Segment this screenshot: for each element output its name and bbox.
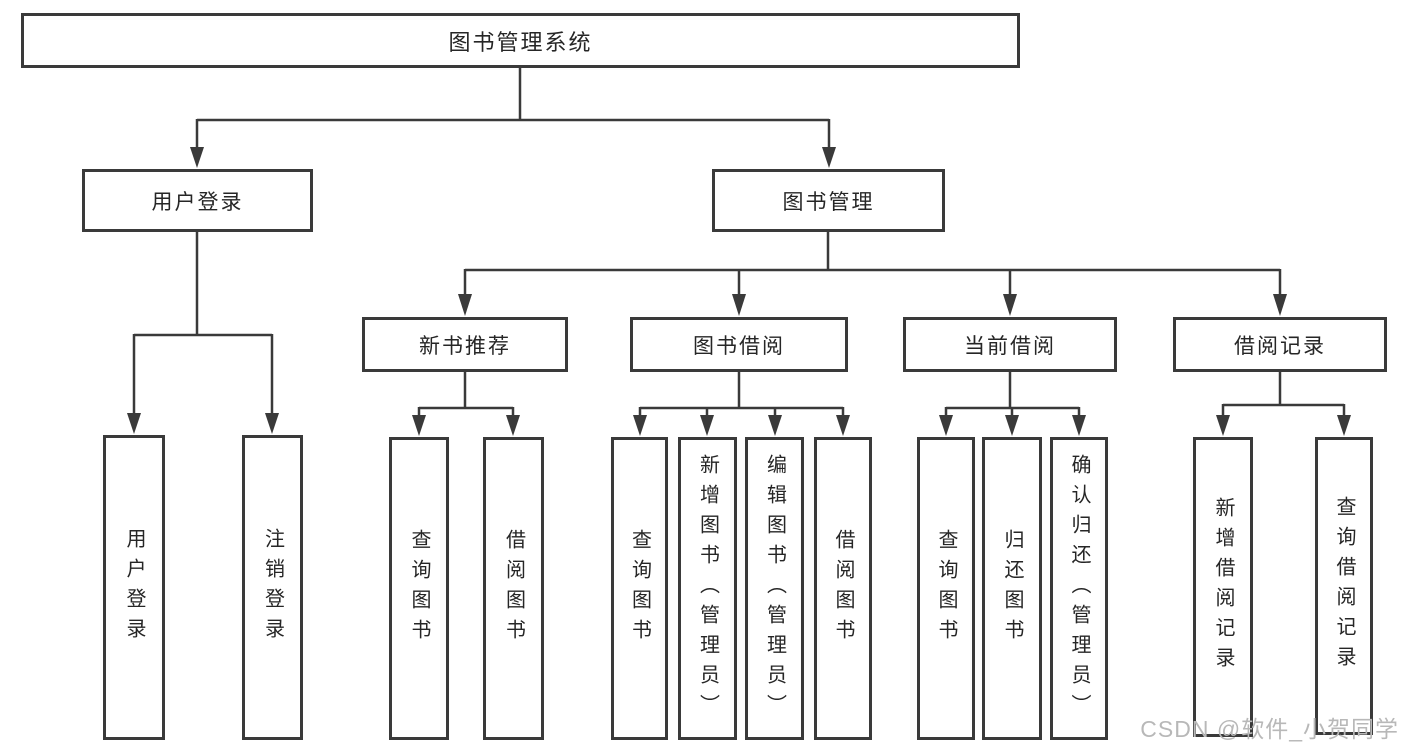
watermark: CSDN @软件_小贺同学 xyxy=(1140,716,1399,742)
arrow-down-icon xyxy=(1273,294,1287,316)
arrow-down-icon xyxy=(700,415,714,436)
arrow-down-icon xyxy=(458,294,472,316)
leaf-logout: 注销登录 xyxy=(242,435,303,740)
node-label: 用户登录 xyxy=(151,190,244,214)
leaf-add-books-admin: 新增图书（管理员） xyxy=(678,437,737,740)
arrow-down-icon xyxy=(1216,415,1230,436)
leaf-return-books: 归还图书 xyxy=(982,437,1042,740)
node-label: 用户登录 xyxy=(123,527,145,648)
node-root-system: 图书管理系统 xyxy=(21,13,1020,68)
leaf-query-books-2: 查询图书 xyxy=(611,437,668,740)
node-label: 归还图书 xyxy=(1001,528,1023,649)
node-label: 注销登录 xyxy=(261,527,284,648)
arrow-down-icon xyxy=(1005,415,1019,436)
node-borrowing-records: 借阅记录 xyxy=(1173,317,1387,372)
leaf-borrow-books-2: 借阅图书 xyxy=(814,437,872,740)
node-label: 编辑图书（管理员） xyxy=(763,453,786,724)
arrow-down-icon xyxy=(633,415,647,436)
node-label: 图书管理系统 xyxy=(448,29,593,55)
node-book-management: 图书管理 xyxy=(712,169,945,232)
arrow-down-icon xyxy=(127,413,141,434)
node-label: 借阅图书 xyxy=(502,528,525,649)
leaf-user-login: 用户登录 xyxy=(103,435,165,740)
node-label: 新增图书（管理员） xyxy=(696,453,719,724)
arrow-down-icon xyxy=(836,415,850,436)
node-label: 查询借阅记录 xyxy=(1333,496,1355,676)
arrow-down-icon xyxy=(412,415,426,436)
arrow-down-icon xyxy=(190,147,204,168)
leaf-query-borrow-record: 查询借阅记录 xyxy=(1315,437,1373,735)
node-label: 确认归还（管理员） xyxy=(1068,453,1090,724)
arrow-down-icon xyxy=(1072,415,1086,436)
arrow-down-icon xyxy=(939,415,953,436)
leaf-add-borrow-record: 新增借阅记录 xyxy=(1193,437,1253,737)
node-user-login: 用户登录 xyxy=(82,169,313,232)
node-label: 新增借阅记录 xyxy=(1212,497,1234,677)
leaf-edit-books-admin: 编辑图书（管理员） xyxy=(745,437,804,740)
leaf-borrow-books-1: 借阅图书 xyxy=(483,437,544,740)
arrow-down-icon xyxy=(732,294,746,316)
node-label: 查询图书 xyxy=(408,528,430,649)
arrow-down-icon xyxy=(1337,415,1351,436)
arrow-down-icon xyxy=(506,415,520,436)
node-current-borrowing: 当前借阅 xyxy=(903,317,1117,372)
arrow-down-icon xyxy=(822,147,836,168)
node-label: 图书管理 xyxy=(782,190,875,214)
node-book-borrowing: 图书借阅 xyxy=(630,317,848,372)
node-label: 借阅记录 xyxy=(1234,334,1326,358)
leaf-confirm-return-admin: 确认归还（管理员） xyxy=(1050,437,1108,740)
leaf-query-books-3: 查询图书 xyxy=(917,437,975,740)
arrow-down-icon xyxy=(1003,294,1017,316)
node-label: 图书借阅 xyxy=(693,334,785,358)
node-label: 当前借阅 xyxy=(964,334,1056,358)
node-label: 查询图书 xyxy=(935,528,957,649)
arrow-down-icon xyxy=(768,415,782,436)
node-new-book-recommend: 新书推荐 xyxy=(362,317,568,372)
node-label: 新书推荐 xyxy=(419,334,511,358)
leaf-query-books-1: 查询图书 xyxy=(389,437,449,740)
node-label: 借阅图书 xyxy=(832,528,854,649)
node-label: 查询图书 xyxy=(628,528,651,649)
arrow-down-icon xyxy=(265,413,279,434)
